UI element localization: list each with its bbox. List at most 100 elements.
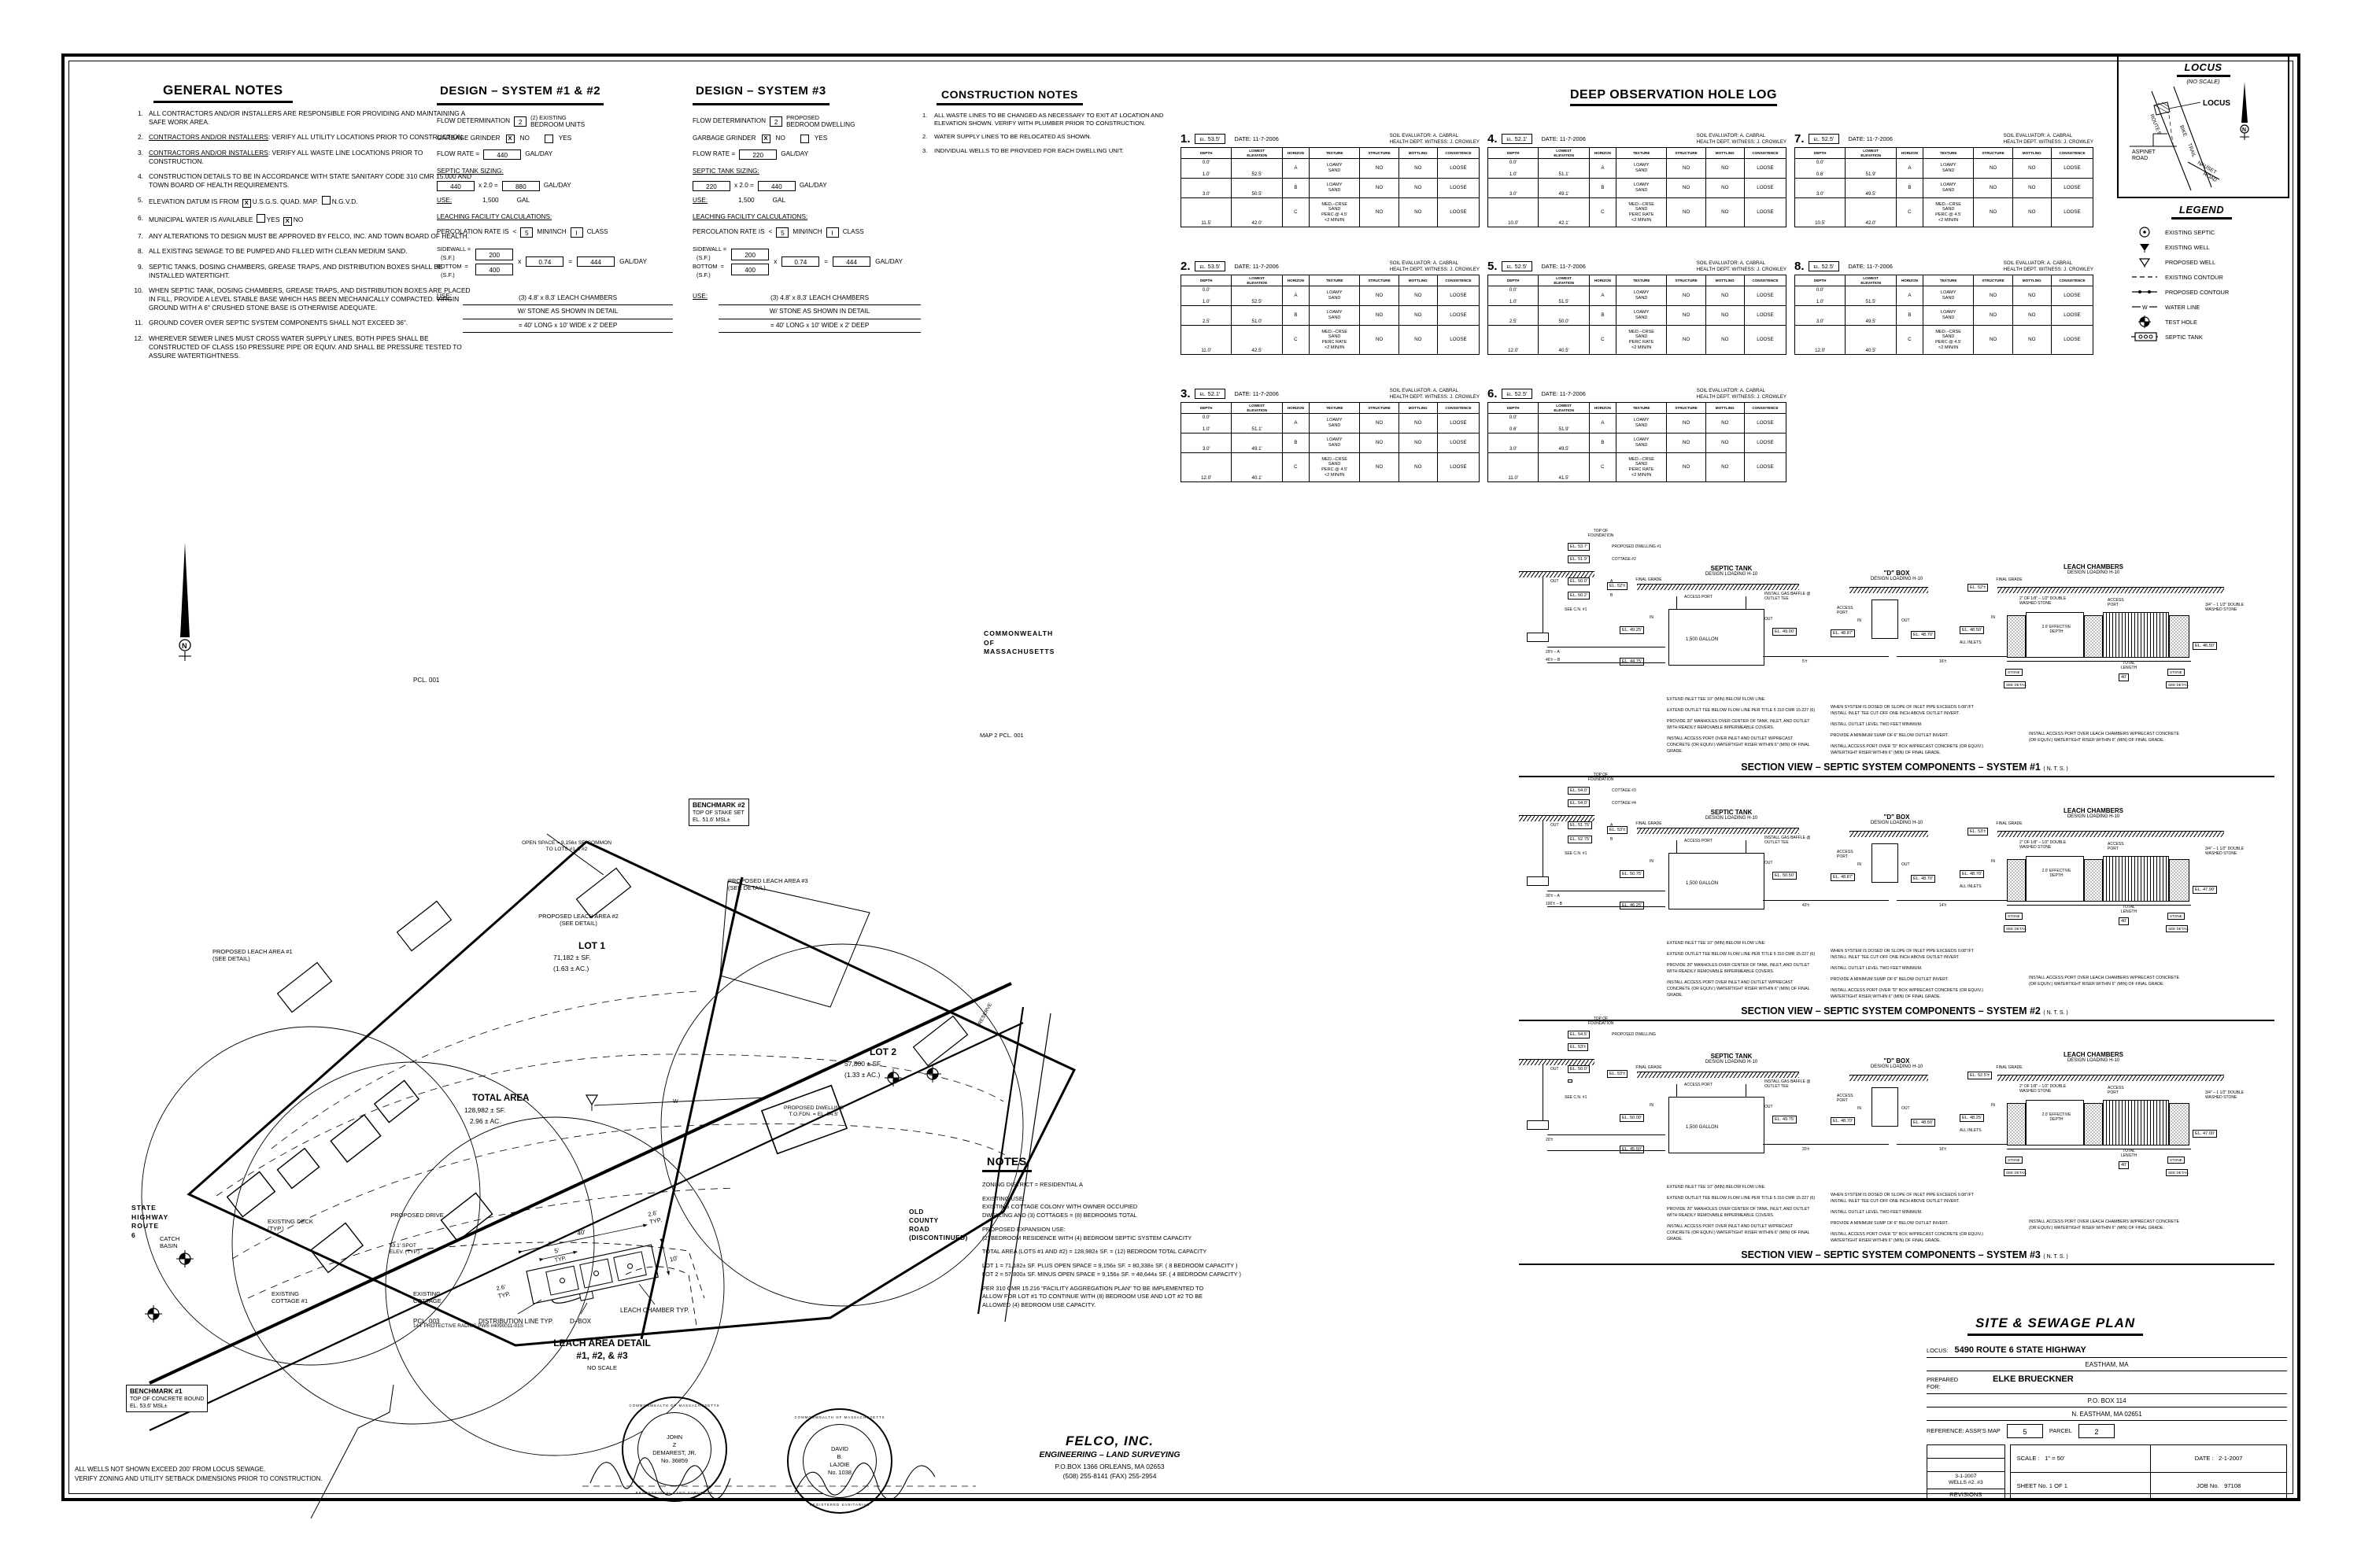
- perc-value[interactable]: 5: [520, 227, 534, 238]
- hole-consistence-cell: LOOSE: [1743, 305, 1787, 326]
- general-note-text: SEPTIC TANKS, DOSING CHAMBERS, GREASE TR…: [149, 262, 443, 279]
- water-no-checkbox[interactable]: X: [283, 217, 292, 227]
- hole-structure-cell: NO: [1359, 286, 1399, 306]
- perc-class-value-3[interactable]: I: [826, 227, 839, 238]
- factor-value[interactable]: 0.74: [526, 256, 564, 267]
- garbage-no-checkbox-3[interactable]: X: [761, 135, 770, 144]
- total-length-label-2: TOTAL LENGTH: [2120, 1149, 2137, 1158]
- leach-in-label-1: IN: [1991, 859, 1995, 864]
- use-value: 1,500: [482, 197, 499, 205]
- garbage-no-checkbox[interactable]: X: [505, 135, 515, 144]
- hole-lowest-elevation-cell: 51.0': [1231, 305, 1283, 326]
- title-block-town-row: EASTHAM, MA: [1927, 1358, 2287, 1371]
- result-value-3[interactable]: 444: [833, 256, 871, 267]
- bottom-value-3[interactable]: 400: [731, 263, 770, 275]
- hole-depth-cell: 3.0': [1180, 178, 1232, 198]
- hole-horizon-cell: C: [1895, 197, 1923, 227]
- hole-number: 7.: [1794, 132, 1805, 146]
- flow-rate-value[interactable]: 440: [483, 149, 522, 160]
- addr1-value: P.O. BOX 114: [2087, 1396, 2126, 1404]
- legend-title: LEGEND: [2171, 204, 2233, 220]
- lot1-ac: (1.63 ± AC.): [553, 965, 589, 972]
- parcel-value[interactable]: 2: [2078, 1423, 2115, 1438]
- hole-consistence-cell: LOOSE: [1743, 158, 1787, 179]
- hole-lowest-elevation-cell: 51.9': [1538, 413, 1590, 434]
- leach-sub-2: DESIGN LOADING H-10: [2067, 1058, 2120, 1063]
- hole-elevation: EL. 52.1': [1194, 389, 1226, 399]
- svg-text:40': 40': [577, 1228, 587, 1237]
- perc-value-3[interactable]: 5: [776, 227, 789, 238]
- sts-b[interactable]: 880: [501, 181, 540, 192]
- water-yes-checkbox[interactable]: [256, 214, 265, 223]
- notes-proposed-header: PROPOSED EXPANSION USE:: [982, 1225, 1066, 1233]
- health-witness: HEALTH DEPT. WITNESS: J. CROWLEY: [1389, 393, 1480, 400]
- hole-horizon-cell: A: [1588, 413, 1616, 434]
- datum-usgs-checkbox[interactable]: X: [242, 199, 251, 208]
- date-value: 2-1-2007: [2219, 1455, 2243, 1463]
- garbage-yes-checkbox[interactable]: [544, 135, 553, 144]
- sts-a[interactable]: 440: [437, 181, 475, 192]
- general-note-number: 12.: [134, 334, 143, 342]
- hole-date: DATE: 11-7-2006: [1848, 135, 1893, 142]
- general-note-row: 10.WHEN SEPTIC TANK, DOSING CHAMBERS, GR…: [126, 286, 472, 313]
- construction-note-number: 3.: [922, 146, 928, 154]
- perc-class-label: CLASS: [586, 227, 608, 235]
- stone-label-left-1: STONE: [2005, 913, 2023, 920]
- hole-lowest-elevation-cell: 40.5': [1538, 325, 1590, 355]
- hole-log-column-header: TEXTURE: [1615, 275, 1668, 286]
- hole-depth-cell: 3.0': [1794, 305, 1846, 326]
- prepared-for-value: ELKE BRUECKNER: [1993, 1374, 2074, 1384]
- hole-lowest-elevation-cell: 52.5': [1231, 286, 1283, 306]
- result-value[interactable]: 444: [577, 256, 615, 267]
- datum-ngvd-checkbox[interactable]: [321, 196, 331, 205]
- dist-b-0: 46'± – B: [1546, 658, 1561, 662]
- assessor-map-value[interactable]: 5: [2006, 1423, 2043, 1438]
- title-block-addr1-row: P.O. BOX 114: [1927, 1394, 2287, 1408]
- factor-value-3[interactable]: 0.74: [781, 256, 820, 267]
- hole-elevation: EL. 52.5': [1808, 261, 1840, 271]
- total-length-label-0: TOTAL LENGTH: [2120, 661, 2137, 670]
- seal-line4-1: No. 1038: [828, 1468, 852, 1476]
- flow-determination-value[interactable]: 2: [514, 116, 527, 127]
- svg-text:TRAIL: TRAIL: [2186, 142, 2197, 158]
- flow-rate-unit-3: GAL/DAY: [781, 150, 809, 158]
- signatures: [582, 1436, 992, 1526]
- dbox-title-0: "D" BOX DESIGN LOADING H-10: [1857, 570, 1936, 581]
- bottom-value[interactable]: 400: [475, 263, 514, 275]
- lot2-label: LOT 2: [870, 1046, 897, 1057]
- all-inlets-label-0: ALL INLETS: [1960, 640, 1982, 645]
- dbox-out-el-1: EL. 48.70': [1911, 875, 1936, 883]
- bottom-sf-3: (S.F.): [696, 271, 711, 279]
- flow-rate-value-3[interactable]: 220: [739, 149, 778, 160]
- water-yes-label: YES: [266, 216, 282, 224]
- tank-bottom-el-1: EL. 46.25': [1620, 902, 1645, 909]
- sidewall-value[interactable]: 200: [475, 248, 514, 260]
- leach-grade-el-0: EL. 52'±: [1968, 584, 1989, 592]
- hole-log-column-header: DEPTH: [1180, 402, 1232, 414]
- section-view-title-2: SECTION VIEW – SEPTIC SYSTEM COMPONENTS …: [1519, 1005, 2290, 1016]
- soil-evaluator: SOIL EVALUATOR: A. CABRAL: [1389, 132, 1459, 138]
- use2-line1-3: (3) 4.8' x 8.3' LEACH CHAMBERS: [719, 292, 921, 306]
- stone-label-left-0: STONE: [2005, 669, 2023, 676]
- dbox-out-el-0: EL. 48.70': [1911, 631, 1936, 639]
- hole-mottling-cell: NO: [1705, 178, 1745, 198]
- garbage-yes-checkbox-3[interactable]: [800, 135, 809, 144]
- svg-text:N: N: [2242, 127, 2246, 133]
- sts-mult: x 2.0 =: [478, 182, 498, 190]
- svg-text:ROAD: ROAD: [2132, 156, 2148, 161]
- hole-mottling-cell: NO: [2012, 158, 2052, 179]
- leach-end-el-1: EL. 47.90': [2193, 886, 2218, 894]
- general-note-text: CONTRACTORS AND/OR INSTALLERS: VERIFY AL…: [149, 148, 423, 165]
- leach-in-label-2: IN: [1991, 1103, 1995, 1108]
- sts-a-3[interactable]: 220: [693, 181, 730, 192]
- perc-class-value[interactable]: I: [570, 227, 583, 238]
- flow-determination-value-3[interactable]: 2: [770, 116, 783, 127]
- leach-dist-2: 16'±: [1939, 1147, 1947, 1152]
- sidewall-value-3[interactable]: 200: [731, 248, 770, 260]
- sts-b-3[interactable]: 440: [757, 181, 796, 192]
